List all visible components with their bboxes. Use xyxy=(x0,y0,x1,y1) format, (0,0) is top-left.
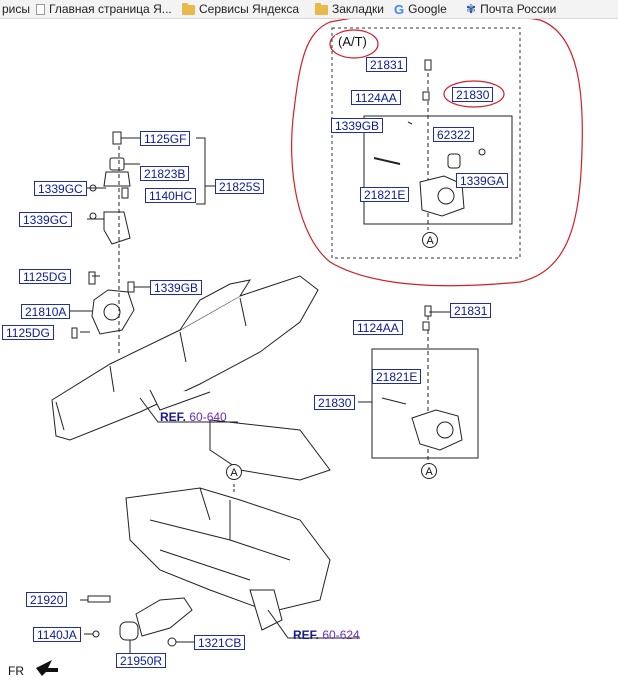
at-detail-box xyxy=(331,27,521,259)
part-label[interactable]: 1339GC xyxy=(34,181,87,196)
part-label[interactable]: 1339GB xyxy=(331,118,384,133)
nut-1339GB xyxy=(127,281,135,293)
nut-1321CB xyxy=(167,637,177,647)
ref-value: 60-624 xyxy=(322,628,360,642)
folder-icon xyxy=(182,2,195,15)
fr-arrow-icon xyxy=(36,660,58,676)
part-label[interactable]: 1339GB xyxy=(150,280,203,295)
ref-key: REF. xyxy=(293,628,320,642)
bookmark-label: Google xyxy=(408,2,447,16)
folder-icon xyxy=(315,2,328,15)
part-label[interactable]: 21810A xyxy=(21,304,71,319)
part-label[interactable]: 1124AA xyxy=(353,320,403,335)
reference-marker-a: A xyxy=(421,463,437,479)
parts-diagram xyxy=(36,19,583,676)
bookmark-item[interactable]: рисы xyxy=(2,2,30,17)
chassis-frame xyxy=(51,275,319,441)
part-label[interactable]: 1140HC xyxy=(145,188,197,203)
ref-leaders xyxy=(139,397,360,639)
reference-marker-a: A xyxy=(422,232,438,248)
bolt-1125DG-lower xyxy=(71,327,78,339)
bolt-1140JA xyxy=(92,630,100,638)
bookmark-label: рисы xyxy=(2,2,31,16)
part-label[interactable]: 21830 xyxy=(314,395,356,410)
nut-1339GC xyxy=(89,212,97,220)
part-label[interactable]: 21821E xyxy=(372,369,422,384)
part-label[interactable]: 21825S xyxy=(215,179,265,194)
part-label[interactable]: 21831 xyxy=(366,57,408,72)
bookmark-label: Сервисы Яндекса xyxy=(199,2,300,16)
rod-21950R xyxy=(135,597,193,637)
bookmarks-bar: рисы Главная страница Я... Сервисы Яндек… xyxy=(0,0,618,19)
bookmark-label: Почта России xyxy=(480,2,557,16)
bushing-21950R xyxy=(119,621,139,641)
front-direction-label: FR xyxy=(8,664,24,678)
part-label[interactable]: 1140JA xyxy=(33,627,81,642)
part-label[interactable]: 1125GF xyxy=(140,131,191,146)
page-icon xyxy=(36,4,45,15)
part-label[interactable]: 1339GC xyxy=(19,212,72,227)
part-label[interactable]: 1125DG xyxy=(2,325,54,340)
lower-mount-group xyxy=(80,595,194,654)
bolt-21920 xyxy=(87,595,111,603)
bolt-1125DG xyxy=(88,271,96,285)
bracket-top xyxy=(103,171,131,187)
reference-link[interactable]: REF. 60-624 xyxy=(293,628,360,642)
bookmark-label: Главная страница Я... xyxy=(49,2,172,16)
part-label[interactable]: 21821E xyxy=(360,187,410,202)
reference-marker-a: A xyxy=(226,464,242,480)
bookmark-folder[interactable]: Сервисы Яндекса xyxy=(182,2,299,17)
bolt-1125GF xyxy=(112,131,122,145)
part-label[interactable]: 1124AA xyxy=(351,90,401,105)
mid-mount-box xyxy=(358,305,479,460)
bolt-1140HC xyxy=(121,187,129,199)
bookmark-item[interactable]: Главная страница Я... xyxy=(36,2,172,17)
mount-hub xyxy=(103,303,121,321)
bracket-21825S xyxy=(103,211,131,245)
bookmark-label: Закладки xyxy=(332,2,384,16)
part-label[interactable]: 1339GA xyxy=(456,173,509,188)
part-label[interactable]: 1321CB xyxy=(194,635,246,650)
part-label[interactable]: 21920 xyxy=(26,592,68,607)
ref-value: 60-640 xyxy=(189,410,227,424)
part-label[interactable]: 21830 xyxy=(452,87,494,102)
leader-lines xyxy=(70,137,215,355)
bookmark-item[interactable]: ✾ Почта России xyxy=(466,2,556,17)
part-label[interactable]: 21823B xyxy=(140,166,190,181)
google-icon: G xyxy=(394,2,405,17)
part-label[interactable]: 21950R xyxy=(116,653,167,668)
bookmark-item[interactable]: G Google xyxy=(394,2,447,17)
engine-mount-group xyxy=(71,131,135,339)
subframe xyxy=(125,419,331,631)
part-label[interactable]: 21831 xyxy=(450,303,492,318)
bushing-21823B xyxy=(109,157,125,171)
bookmark-folder[interactable]: Закладки xyxy=(315,2,384,17)
part-label[interactable]: 1125DG xyxy=(19,269,71,284)
red-annotation xyxy=(291,19,583,287)
ref-key: REF. xyxy=(160,410,187,424)
reference-link[interactable]: REF. 60-640 xyxy=(160,410,227,424)
at-label: (A/T) xyxy=(335,35,370,50)
eagle-icon: ✾ xyxy=(466,2,477,16)
part-label[interactable]: 62322 xyxy=(433,127,475,142)
